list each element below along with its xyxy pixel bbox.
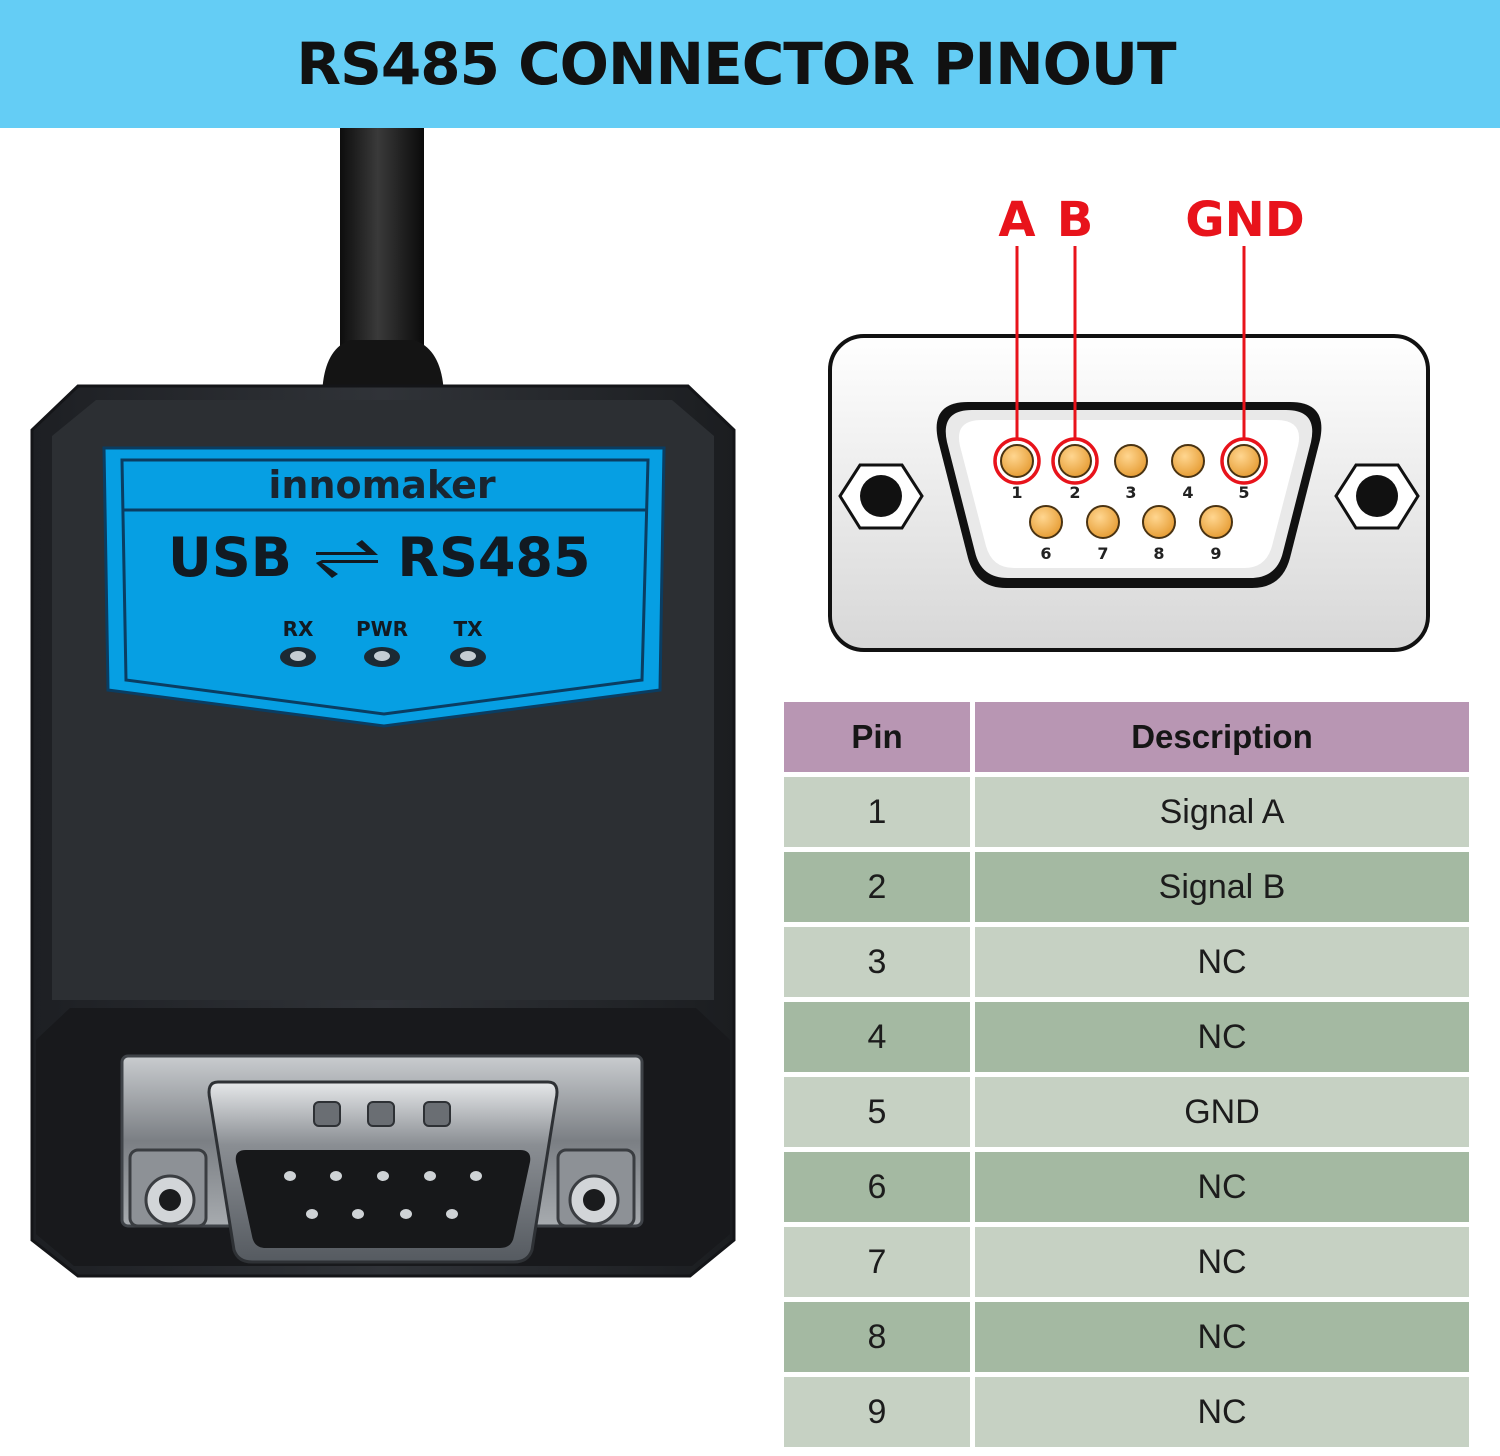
pin-cell: 7 (784, 1227, 975, 1297)
table-row: 3 NC (784, 927, 1469, 997)
table-row: 4 NC (784, 1002, 1469, 1072)
product-label (102, 446, 666, 728)
shell-dimples (313, 1101, 451, 1127)
pin-7 (1086, 505, 1120, 539)
pin-number-7: 7 (1097, 544, 1108, 563)
pin-cell: 1 (784, 777, 975, 847)
led-label-tx: TX (453, 617, 483, 641)
table-row: 8 NC (784, 1302, 1469, 1372)
led-tx-indicator (450, 647, 486, 667)
column-header-pin: Pin (784, 702, 975, 772)
pin-cell: 2 (784, 852, 975, 922)
bidirectional-arrow-icon (316, 540, 378, 578)
description-cell: NC (975, 1152, 1469, 1222)
description-cell: NC (975, 1227, 1469, 1297)
pin-8 (1142, 505, 1176, 539)
pin-cell: 5 (784, 1077, 975, 1147)
pin-9 (1199, 505, 1233, 539)
db9-pinout-diagram: A B GND 1 2 3 4 5 6 7 8 9 (828, 192, 1430, 652)
table-row: 1 Signal A (784, 777, 1469, 847)
pin-cell: 9 (784, 1377, 975, 1447)
table-row: 9 NC (784, 1377, 1469, 1447)
description-cell: Signal B (975, 852, 1469, 922)
table-row: 6 NC (784, 1152, 1469, 1222)
pin-cell: 8 (784, 1302, 975, 1372)
callout-label-a: A (998, 192, 1035, 248)
pin-cell: 4 (784, 1002, 975, 1072)
page-title: RS485 CONNECTOR PINOUT (296, 30, 1176, 98)
column-header-description: Description (975, 702, 1469, 772)
led-pwr-indicator (364, 647, 400, 667)
pin-1 (1000, 444, 1034, 478)
brand-logo-text: innomaker (268, 463, 495, 507)
description-cell: Signal A (975, 777, 1469, 847)
pin-number-4: 4 (1182, 483, 1193, 502)
pin-number-1: 1 (1011, 483, 1022, 502)
led-label-pwr: PWR (356, 617, 408, 641)
table-header-row: Pin Description (784, 702, 1469, 772)
title-banner: RS485 CONNECTOR PINOUT (0, 0, 1500, 128)
usb-rs485-adapter-illustration: innomaker USB RS485 RX PWR TX (30, 128, 736, 1278)
product-label-inner-border (120, 458, 650, 716)
callout-label-gnd: GND (1185, 192, 1304, 248)
pin-6 (1029, 505, 1063, 539)
model-text-rs485: RS485 (397, 526, 590, 589)
right-hex-standoff (556, 1148, 636, 1228)
db9-pin-insert (235, 1150, 531, 1248)
led-rx-indicator (280, 647, 316, 667)
table-row: 7 NC (784, 1227, 1469, 1297)
description-cell: NC (975, 1002, 1469, 1072)
pin-number-8: 8 (1153, 544, 1164, 563)
table-row: 2 Signal B (784, 852, 1469, 922)
pin-cell: 6 (784, 1152, 975, 1222)
model-text-usb: USB (168, 526, 292, 589)
description-cell: NC (975, 1377, 1469, 1447)
db9-male-pins (284, 1171, 482, 1219)
pin-4 (1171, 444, 1205, 478)
description-cell: GND (975, 1077, 1469, 1147)
pin-5 (1227, 444, 1261, 478)
pin-description-table: Pin Description 1 Signal A 2 Signal B 3 … (784, 697, 1469, 1452)
table-row: 5 GND (784, 1077, 1469, 1147)
pin-number-9: 9 (1210, 544, 1221, 563)
pin-2 (1058, 444, 1092, 478)
description-cell: NC (975, 1302, 1469, 1372)
pin-cell: 3 (784, 927, 975, 997)
callout-label-b: B (1057, 192, 1094, 248)
right-screw-icon (1334, 463, 1420, 530)
left-screw-icon (838, 463, 924, 530)
pin-number-5: 5 (1238, 483, 1249, 502)
led-label-rx: RX (283, 617, 314, 641)
description-cell: NC (975, 927, 1469, 997)
pin-number-3: 3 (1125, 483, 1136, 502)
pin-3 (1114, 444, 1148, 478)
pin-number-2: 2 (1069, 483, 1080, 502)
left-hex-standoff (128, 1148, 208, 1228)
pin-number-6: 6 (1040, 544, 1051, 563)
